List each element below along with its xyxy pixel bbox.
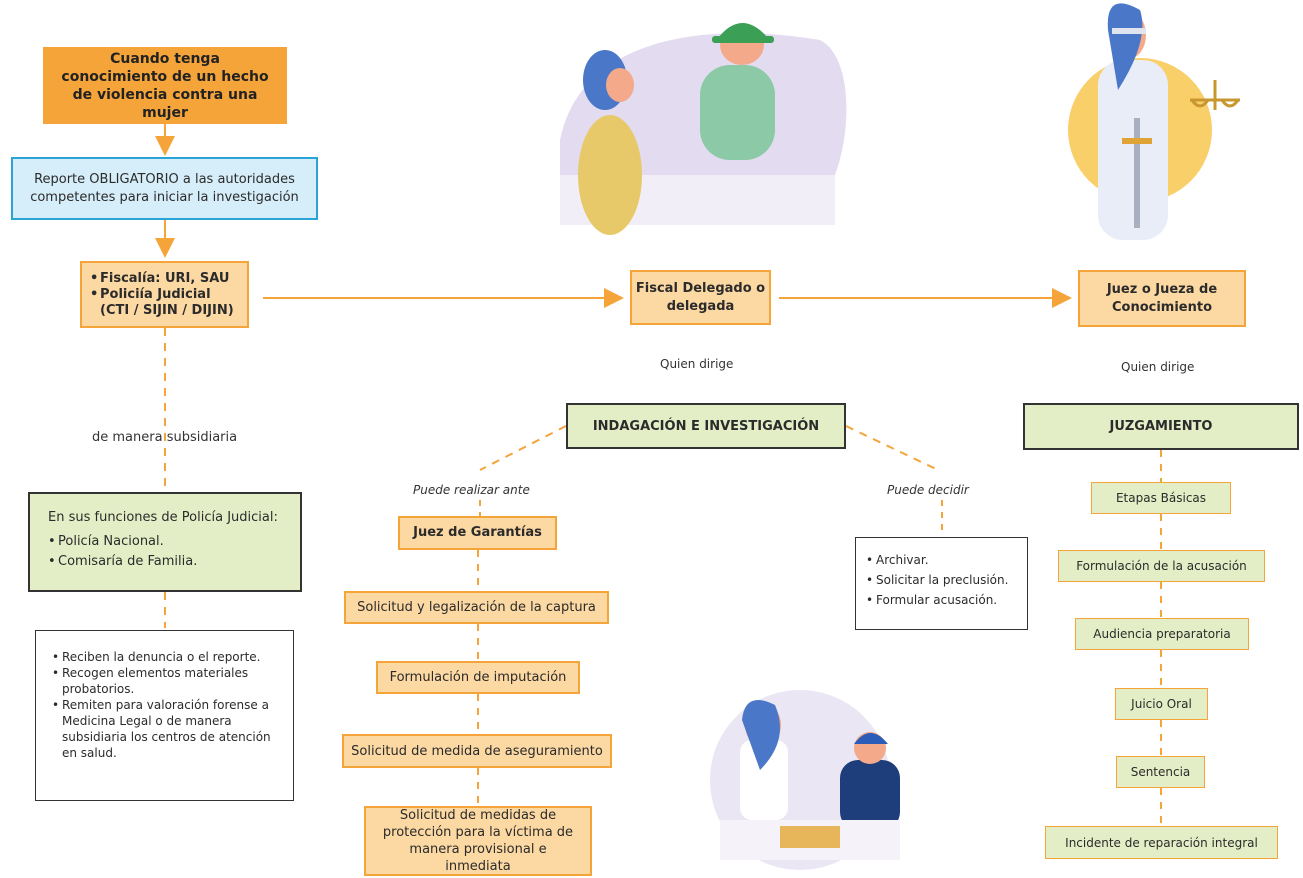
step-protection-measures: Solicitud de medidas de protección para … (364, 806, 592, 876)
authority-item: Policiía Judicial (CTI / SIJIN / DIJIN) (90, 287, 239, 319)
fiscal-box: Fiscal Delegado o delegada (630, 270, 771, 325)
who-directs-label-right: Quien dirige (1121, 360, 1195, 374)
knowledge-judge-box: Juez o Jueza de Conocimiento (1078, 270, 1246, 327)
judicial-police-item: Comisaría de Familia. (48, 552, 282, 572)
knowledge-judge-text: Juez o Jueza de Conocimiento (1106, 281, 1218, 315)
can-decide-label: Puede decidir (887, 483, 969, 497)
decision-item: Formular acusación. (866, 590, 1017, 610)
can-do-before-label: Puede realizar ante (413, 483, 530, 497)
trigger-text: Cuando tenga conocimiento de un hecho de… (61, 50, 269, 121)
step-imputation: Formulación de imputación (376, 661, 580, 694)
judgment-step: Audiencia preparatoria (1075, 618, 1249, 650)
illustration-woman-officer (560, 23, 847, 235)
duty-item: Recogen elementos materiales probatorios… (52, 665, 277, 697)
judicial-police-item: Policía Nacional. (48, 532, 282, 552)
who-directs-label: Quien dirige (660, 357, 734, 371)
judgment-step-text: Sentencia (1130, 765, 1191, 779)
step-text: Solicitud de medida de aseguramiento (351, 743, 603, 759)
duty-item: Remiten para valoración forense a Medici… (52, 697, 277, 761)
illustration-desk (710, 690, 900, 870)
illustration-lady-justice (1068, 3, 1240, 240)
judgment-step: Etapas Básicas (1091, 482, 1231, 514)
decision-item: Solicitar la preclusión. (866, 570, 1017, 590)
authority-item: Fiscalía: URI, SAU (90, 271, 239, 287)
step-text: Solicitud de medidas de protección para … (382, 808, 574, 874)
judgment-step-text: Juicio Oral (1131, 697, 1192, 711)
trigger-box: Cuando tenga conocimiento de un hecho de… (43, 47, 287, 124)
judgment-step: Formulación de la acusación (1058, 550, 1265, 582)
judicial-police-title: En sus funciones de Policía Judicial: (48, 510, 278, 525)
decision-item: Archivar. (866, 550, 1017, 570)
guarantee-judge-box: Juez de Garantías (398, 516, 557, 550)
decisions-box: Archivar. Solicitar la preclusión. Formu… (855, 537, 1028, 630)
step-capture: Solicitud y legalización de la captura (344, 591, 609, 624)
subsidiary-label: de manera subsidiaria (92, 430, 238, 445)
fiscal-text: Fiscal Delegado o delegada (635, 280, 766, 314)
judgment-step-text: Incidente de reparación integral (1065, 835, 1258, 850)
report-text: Reporte OBLIGATORIO a las autoridades co… (30, 171, 299, 205)
dash-stage-left (479, 425, 567, 471)
judgment-step-text: Etapas Básicas (1115, 491, 1207, 505)
judgment-stage-text: JUZGAMIENTO (1109, 419, 1213, 434)
judgment-step-text: Formulación de la acusación (1076, 559, 1247, 573)
step-text: Formulación de imputación (389, 670, 567, 685)
authorities-box: Fiscalía: URI, SAU Policiía Judicial (CT… (80, 261, 249, 328)
dash-stage-right (845, 425, 939, 471)
judicial-police-box: En sus funciones de Policía Judicial: Po… (28, 492, 302, 592)
step-security-measure: Solicitud de medida de aseguramiento (342, 734, 612, 768)
duty-item: Reciben la denuncia o el reporte. (52, 649, 277, 665)
investigation-stage-text: INDAGACIÓN E INVESTIGACIÓN (592, 418, 820, 434)
judgment-step: Juicio Oral (1115, 688, 1208, 720)
step-text: Solicitud y legalización de la captura (357, 600, 596, 615)
guarantee-judge-text: Juez de Garantías (413, 525, 542, 540)
duties-box: Reciben la denuncia o el reporte. Recoge… (35, 630, 294, 801)
report-box: Reporte OBLIGATORIO a las autoridades co… (11, 157, 318, 220)
judgment-step: Sentencia (1116, 756, 1205, 788)
judgment-stage: JUZGAMIENTO (1023, 403, 1299, 450)
judgment-step-text: Audiencia preparatoria (1093, 627, 1231, 641)
investigation-stage: INDAGACIÓN E INVESTIGACIÓN (566, 403, 846, 449)
judgment-step: Incidente de reparación integral (1045, 826, 1278, 859)
